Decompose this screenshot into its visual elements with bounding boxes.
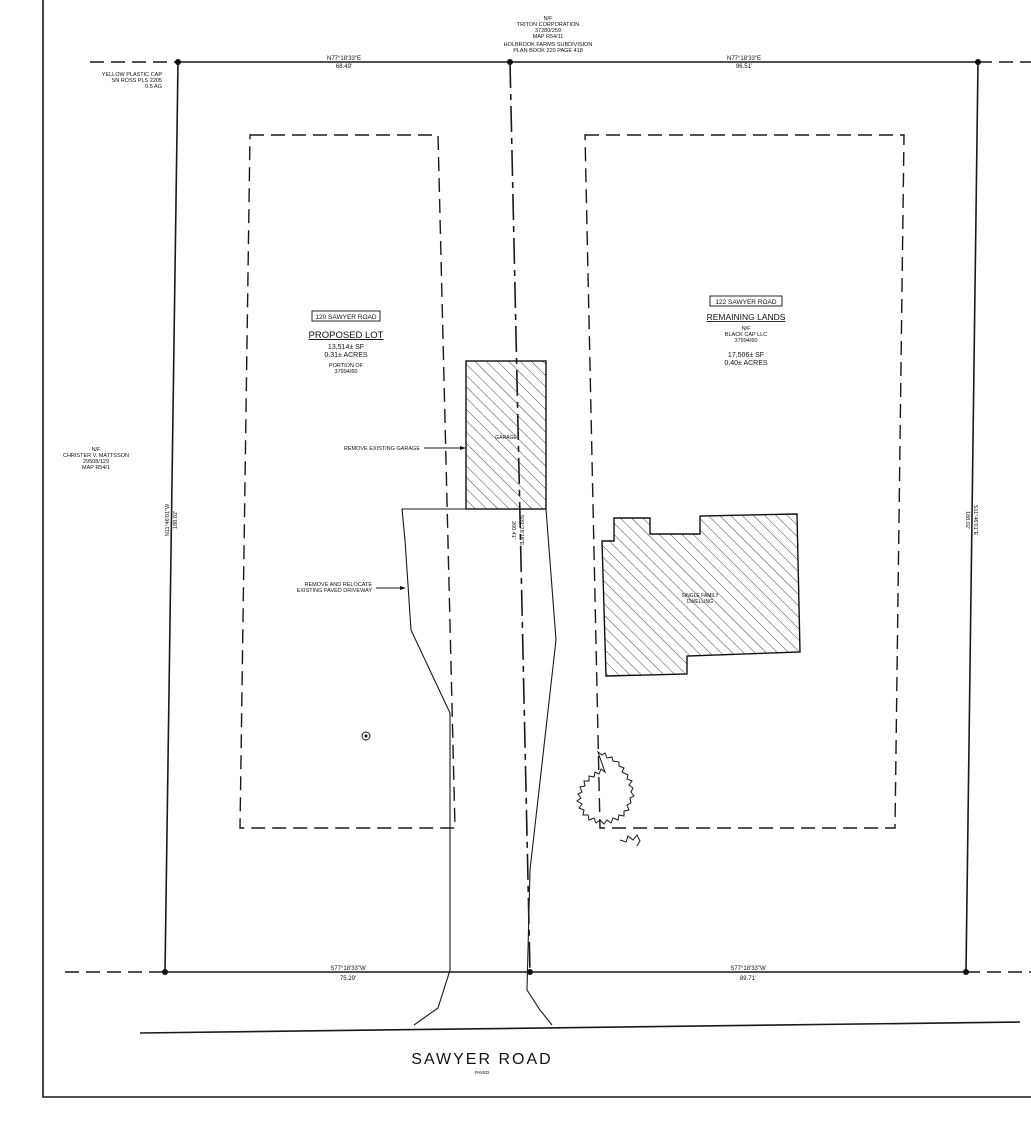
remove-driveway-arrowhead: [400, 586, 406, 590]
division-line: [509, 61, 531, 973]
right-lot-area-sf: 17,506± SF: [728, 352, 764, 359]
survey-marker: [507, 59, 513, 65]
survey-marker: [175, 59, 181, 65]
left-lot-address: 120 SAWYER ROAD: [315, 314, 376, 321]
right-lot-title: REMAINING LANDS: [707, 312, 786, 322]
survey-marker: [963, 969, 969, 975]
triton-deed: 37280/259: [535, 28, 561, 34]
left-lot-portion-2: 37994/60: [335, 369, 358, 375]
well-symbol: [361, 731, 371, 741]
driveway-right-edge: [526, 508, 557, 1026]
garage-building: [465, 360, 547, 510]
left-lot-area-ac: 0.31± ACRES: [324, 352, 367, 359]
right-boundary-line: [965, 61, 979, 973]
bearing-left-side: N11°46'01"W: [165, 503, 171, 536]
christer-name: CHRISTER V. MATTSSON: [63, 453, 129, 459]
cap-note-3: 0.5 AG: [145, 84, 162, 90]
christer-deed: 29508/129: [83, 459, 109, 465]
distance-top-right: 96.51': [736, 64, 752, 70]
road-surface: PAVED: [475, 1070, 490, 1075]
distance-division: 200.41': [510, 521, 516, 539]
sheet-border: [42, 0, 1031, 1098]
bearing-top-left: N77°18'33"E: [327, 56, 361, 62]
christer-nf: N/F: [92, 447, 102, 453]
holbrook-note-2: PLAN BOOK 220 PAGE 418: [513, 48, 583, 54]
right-lot-area-ac: 0.40± ACRES: [724, 360, 767, 367]
tree-trunk-detail: [619, 834, 641, 847]
cap-note-2: SN ROSS PLS 2205: [112, 78, 162, 84]
bearing-division: S09°28'18"E: [518, 515, 524, 546]
tree-canopy-symbol: [576, 750, 635, 825]
survey-marker: [527, 969, 533, 975]
right-lot-address: 122 SAWYER ROAD: [715, 299, 776, 306]
triton-map: MAP R54/11: [533, 34, 564, 40]
road-edge-line: [139, 1021, 1021, 1034]
right-lot-nf: N/F: [742, 326, 752, 332]
driveway-left-edge: [401, 508, 466, 1026]
bearing-bottom-right: S77°18'33"W: [730, 966, 766, 972]
distance-right-side: 188.02': [964, 511, 970, 529]
bearing-top-right: N77°18'33"E: [727, 56, 761, 62]
dwelling-building: [601, 513, 801, 677]
left-lot-address-box: [311, 310, 381, 322]
dwelling-label-1: SINGLE FAMILY: [681, 593, 719, 599]
right-lot-deed: 37994/60: [735, 338, 758, 344]
bearing-bottom-left: S77°18'33"W: [330, 966, 366, 972]
right-setback-envelope: [584, 134, 905, 829]
survey-marker: [975, 59, 981, 65]
garage-label: GARAGE: [495, 435, 517, 441]
triton-nf: N/F: [544, 16, 554, 22]
distance-top-left: 68.49': [336, 64, 352, 70]
remove-driveway-note-1: REMOVE AND RELOCATE: [305, 582, 373, 588]
well-symbol-center: [364, 734, 368, 738]
distance-left-side: 188.02': [173, 511, 179, 529]
survey-marker: [162, 969, 168, 975]
left-lot-area-sf: 13,514± SF: [328, 344, 364, 351]
road-name: SAWYER ROAD: [411, 1051, 552, 1068]
right-lot-address-box: [709, 295, 783, 307]
holbrook-note-1: HOLBROOK FARMS SUBDIVISION: [504, 42, 593, 48]
left-setback-envelope: [239, 134, 456, 829]
remove-driveway-note-2: EXISTING PAVED DRIVEWAY: [297, 588, 373, 594]
bearing-right-side: S11°46'01"E: [972, 505, 978, 536]
left-boundary-line: [164, 61, 179, 973]
distance-bottom-right: 89.71': [740, 976, 756, 982]
left-lot-title: PROPOSED LOT: [309, 330, 384, 341]
dwelling-label-2: DWELLING: [687, 599, 713, 605]
triton-name: TRITON CORPORATION: [517, 22, 579, 28]
remove-garage-note: REMOVE EXISTING GARAGE: [344, 446, 420, 452]
left-lot-portion-1: PORTION OF: [329, 363, 364, 369]
distance-bottom-left: 75.29': [340, 976, 356, 982]
cap-note-1: YELLOW PLASTIC CAP: [102, 72, 163, 78]
right-lot-owner: BLACK CAP LLC: [725, 332, 767, 338]
christer-map: MAP R54/1: [82, 465, 110, 471]
remove-garage-arrowhead: [460, 446, 466, 450]
